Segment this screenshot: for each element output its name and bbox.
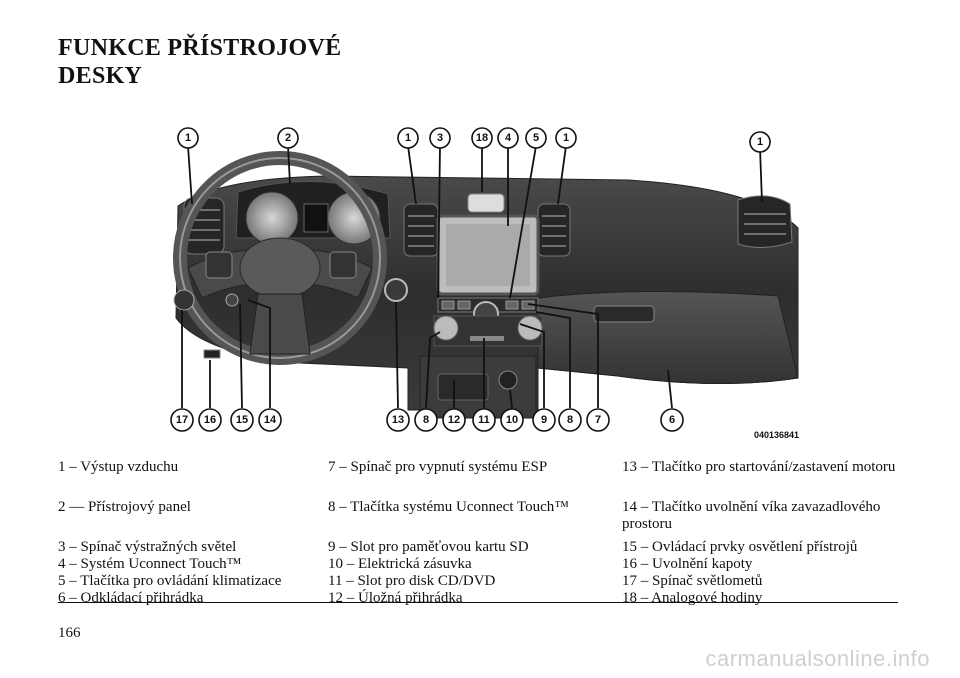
callout-label: 13 [392, 414, 404, 426]
dashboard-illustration: 1 2 1 3 18 4 5 1 1 17 16 15 14 13 8 12 1… [170, 127, 799, 440]
legend-item: 3 – Spínač výstražných světel [58, 539, 237, 555]
legend-item: 16 – Uvolnění kapoty [622, 556, 753, 572]
callout-bottom-7: 12 [442, 408, 466, 432]
callout-bottom-13: 6 [660, 408, 684, 432]
callout-top-2: 2 [277, 127, 299, 149]
legend-column-3: 13 – Tlačítko pro startování/zastavení m… [622, 459, 902, 607]
legend-item: 2 — Přístrojový panel [58, 499, 191, 515]
callout-label: 7 [595, 414, 601, 426]
legend-item: 17 – Spínač světlometů [622, 573, 763, 589]
callout-label: 3 [437, 132, 443, 144]
callout-label: 1 [405, 132, 411, 144]
legend-item: 5 – Tlačítka pro ovládání klimatizace [58, 573, 282, 589]
divider [58, 602, 898, 603]
title-line-1: FUNKCE PŘÍSTROJOVÉ [58, 35, 342, 61]
legend-item: 6 – Odkládací přihrádka [58, 590, 204, 606]
callout-bottom-11: 8 [558, 408, 582, 432]
callout-bottom-1: 17 [170, 408, 194, 432]
callout-label: 14 [264, 414, 277, 426]
callout-label: 9 [541, 414, 547, 426]
callout-label: 1 [563, 132, 569, 144]
callout-bottom-12: 7 [586, 408, 610, 432]
legend-item: 7 – Spínač pro vypnutí systému ESP [328, 459, 548, 475]
callout-top-8: 1 [555, 127, 577, 149]
legend-item: 4 – Systém Uconnect Touch™ [58, 556, 242, 572]
callout-top-6: 4 [497, 127, 519, 149]
legend-item: 1 – Výstup vzduchu [58, 459, 179, 475]
legend-item: 14 – Tlačítko uvolnění víka zavazadlovéh… [622, 499, 881, 532]
callout-label: 17 [176, 414, 188, 426]
callout-label: 1 [757, 136, 763, 148]
watermark: carmanualsonline.info [705, 646, 930, 671]
callout-label: 12 [448, 414, 460, 426]
legend-item: 15 – Ovládací prvky osvětlení přístrojů [622, 539, 858, 555]
callout-label: 11 [478, 414, 490, 426]
page-number: 166 [58, 625, 81, 641]
legend-column-1: 1 – Výstup vzduchu 2 — Přístrojový panel… [58, 459, 323, 607]
legend-item: 8 – Tlačítka systému Uconnect Touch™ [328, 499, 569, 515]
callout-top-3: 1 [397, 127, 419, 149]
callout-label: 8 [567, 414, 573, 426]
legend-item: 12 – Úložná přihrádka [328, 590, 463, 606]
legend-item: 9 – Slot pro paměťovou kartu SD [328, 539, 529, 555]
legend-item: 11 – Slot pro disk CD/DVD [328, 573, 496, 589]
legend-item: 13 – Tlačítko pro startování/zastavení m… [622, 459, 896, 475]
callout-bottom-8: 11 [472, 408, 496, 432]
callout-label: 4 [505, 132, 512, 144]
callout-bottom-5: 13 [386, 408, 410, 432]
callout-top-7: 5 [525, 127, 547, 149]
callout-label: 5 [533, 132, 539, 144]
callout-bottom-9: 10 [500, 408, 524, 432]
callout-label: 1 [185, 132, 191, 144]
callout-top-1: 1 [177, 127, 199, 149]
figure-code: 040136841 [754, 430, 799, 440]
title-line-2: DESKY [58, 63, 143, 89]
legend-column-2: 7 – Spínač pro vypnutí systému ESP 8 – T… [328, 459, 618, 607]
callout-label: 6 [669, 414, 675, 426]
callout-label: 2 [285, 132, 291, 144]
callout-bottom-4: 14 [258, 408, 282, 432]
callout-label: 16 [204, 414, 216, 426]
legend-item: 10 – Elektrická zásuvka [328, 556, 472, 572]
callout-top-5: 18 [471, 127, 493, 149]
callout-bottom-3: 15 [230, 408, 254, 432]
legend-item: 18 – Analogové hodiny [622, 590, 763, 606]
page-title: FUNKCE PŘÍSTROJOVÉ DESKY [58, 34, 341, 90]
callout-bottom-6: 8 [414, 408, 438, 432]
callout-top-4: 3 [429, 127, 451, 149]
callout-label: 18 [476, 132, 488, 144]
callout-label: 8 [423, 414, 429, 426]
callout-label: 10 [506, 414, 518, 426]
callout-top-9: 1 [749, 131, 771, 153]
callout-label: 15 [236, 414, 248, 426]
callout-bottom-2: 16 [198, 408, 222, 432]
callout-bottom-10: 9 [532, 408, 556, 432]
